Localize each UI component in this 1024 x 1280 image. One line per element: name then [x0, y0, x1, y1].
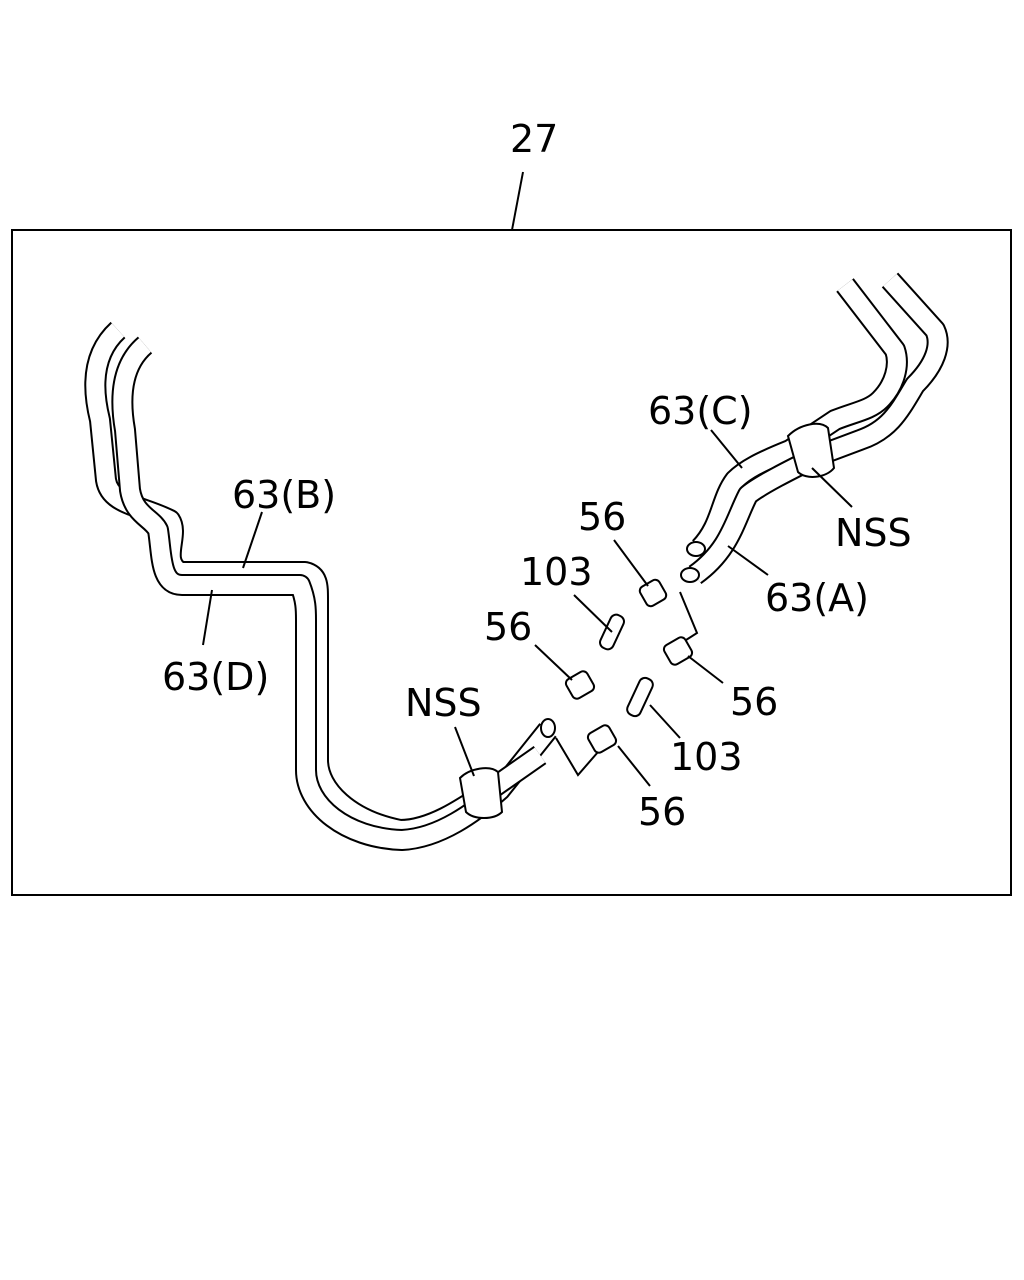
label-56-upper: 56 — [578, 495, 626, 539]
leader-63c — [710, 429, 743, 469]
clamp-56-upper — [638, 578, 668, 608]
clamp-nss-left — [458, 767, 504, 819]
label-103-lower: 103 — [670, 735, 743, 779]
leader-nss-left — [454, 726, 475, 777]
leader-63b — [242, 511, 263, 569]
hose-end-left — [540, 718, 556, 738]
leader-103-lower — [649, 704, 681, 739]
hose-end-right-upper — [686, 541, 706, 557]
clamp-nss-right — [786, 422, 836, 478]
group-label: 27 — [510, 117, 558, 161]
label-63b: 63(B) — [232, 473, 336, 517]
left-end-bracket — [555, 737, 599, 777]
label-56-lower: 56 — [638, 790, 686, 834]
hose-end-right-lower — [680, 567, 700, 583]
label-56-right: 56 — [730, 680, 778, 724]
label-56-left: 56 — [484, 605, 532, 649]
diagram-frame — [11, 229, 1012, 896]
leader-56-right — [687, 655, 724, 684]
label-63a: 63(A) — [765, 576, 869, 620]
leader-56-left — [534, 644, 573, 681]
clamp-56-right — [662, 636, 694, 666]
leader-56-upper — [613, 539, 649, 587]
label-nss-right: NSS — [835, 511, 912, 555]
label-nss-left: NSS — [405, 681, 482, 725]
clamp-56-lower — [586, 724, 618, 754]
right-end-bracket — [679, 591, 699, 641]
leader-103-upper — [573, 594, 613, 633]
connector-103-lower — [626, 676, 654, 718]
leader-63a — [727, 545, 769, 576]
group-leader-line — [511, 171, 524, 231]
leader-56-lower — [617, 745, 651, 787]
leader-63d — [202, 589, 213, 646]
leader-nss-right — [811, 467, 853, 508]
label-63c: 63(C) — [648, 389, 753, 433]
clamp-56-left — [564, 670, 596, 700]
label-103-upper: 103 — [520, 550, 593, 594]
left-hose-assembly — [84, 321, 557, 851]
label-63d: 63(D) — [162, 655, 269, 699]
right-hose-assembly — [680, 272, 949, 584]
